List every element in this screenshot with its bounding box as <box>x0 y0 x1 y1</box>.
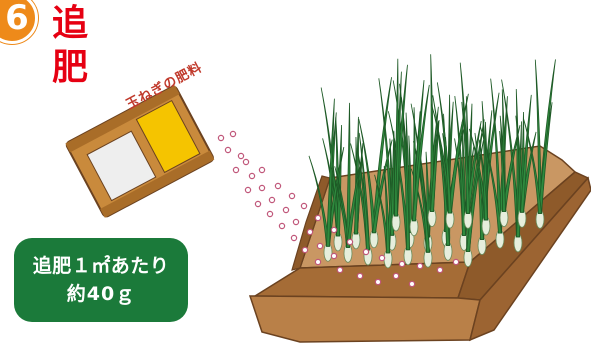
fertilizer-granule <box>330 226 338 234</box>
fertilizer-granule <box>452 258 460 266</box>
onion-leaf <box>520 94 532 213</box>
onion-leaf <box>401 97 410 251</box>
fertilizer-granules <box>217 130 460 288</box>
fertilizer-granule <box>224 146 232 154</box>
onion-leaf <box>490 78 502 234</box>
fertilizer-granule <box>244 186 252 194</box>
fertilizer-granule <box>248 172 256 180</box>
onion-leaf <box>448 93 469 214</box>
fertilizer-granule <box>242 158 250 166</box>
fertilizer-granule <box>314 258 322 266</box>
onion-leaf <box>499 130 506 213</box>
fertilizer-granule <box>268 196 276 204</box>
fertilizer-granule <box>408 280 416 288</box>
onion-leaf <box>393 131 398 217</box>
fertilizer-granule <box>237 152 245 160</box>
onion-leaf <box>412 84 430 222</box>
fertilizer-granule <box>292 218 300 226</box>
onion-leaf <box>502 125 521 213</box>
fertilizer-granule <box>301 246 309 254</box>
fertilizer-granule <box>300 202 308 210</box>
onion-leaf <box>474 132 484 240</box>
fertilizer-granule <box>229 130 237 138</box>
fertilizer-granule <box>266 210 274 218</box>
fertilizer-granule <box>316 242 324 250</box>
fertilizer-granule <box>314 214 322 222</box>
fertilizer-granule <box>346 238 354 246</box>
dosage-info-box: 追肥１㎡あたり 約40ｇ <box>14 238 188 322</box>
onion-leaf <box>534 59 542 214</box>
page-title: 追肥 <box>52 3 90 88</box>
onion-leaf <box>466 120 482 214</box>
onion-leaf <box>372 139 393 234</box>
fertilizer-bag-icon <box>65 85 215 218</box>
fertilizer-granule <box>282 206 290 214</box>
onion-leaf <box>308 155 330 247</box>
onion-leaf <box>383 166 390 254</box>
onion-leaf <box>356 148 370 251</box>
fertilizer-granule <box>278 222 286 230</box>
fertilizer-granule <box>306 228 314 236</box>
onion-leaf <box>430 119 440 212</box>
fertilizer-granule <box>254 200 262 208</box>
onion-leaf <box>523 118 542 214</box>
onion-leaf <box>454 96 466 236</box>
fertilizer-granule <box>330 252 338 260</box>
fertilizer-granule <box>398 260 406 268</box>
onion-leaf <box>436 82 452 214</box>
fertilizer-granule <box>288 192 296 200</box>
onion-leaf <box>478 139 488 221</box>
fertilizer-granule <box>392 272 400 280</box>
fertilizer-granule <box>290 234 298 242</box>
fertilizer-granule <box>232 166 240 174</box>
fertilizer-granule <box>258 184 266 192</box>
onion-leaf <box>336 125 342 237</box>
fertilizer-granule <box>416 262 424 270</box>
fertilizer-granule <box>356 272 364 280</box>
onion-leaf <box>432 95 450 246</box>
onion-leaf <box>461 101 470 214</box>
onion-leaf <box>326 98 335 247</box>
fertilizer-granule <box>378 254 386 262</box>
dosage-line-2: 約40ｇ <box>66 283 136 305</box>
onion-leaf <box>538 102 553 214</box>
fertilizer-granule <box>274 182 282 190</box>
dosage-line-1: 追肥１㎡あたり <box>32 255 170 277</box>
fertilizer-granule <box>336 266 344 274</box>
fertilizer-granule <box>362 248 370 256</box>
fertilizer-granule <box>217 134 225 142</box>
fertilizer-granule <box>436 266 444 274</box>
onion-leaf <box>346 102 351 248</box>
fertilizer-granule <box>258 166 266 174</box>
fertilizer-granule <box>374 278 382 286</box>
onion-leaf <box>358 119 376 234</box>
